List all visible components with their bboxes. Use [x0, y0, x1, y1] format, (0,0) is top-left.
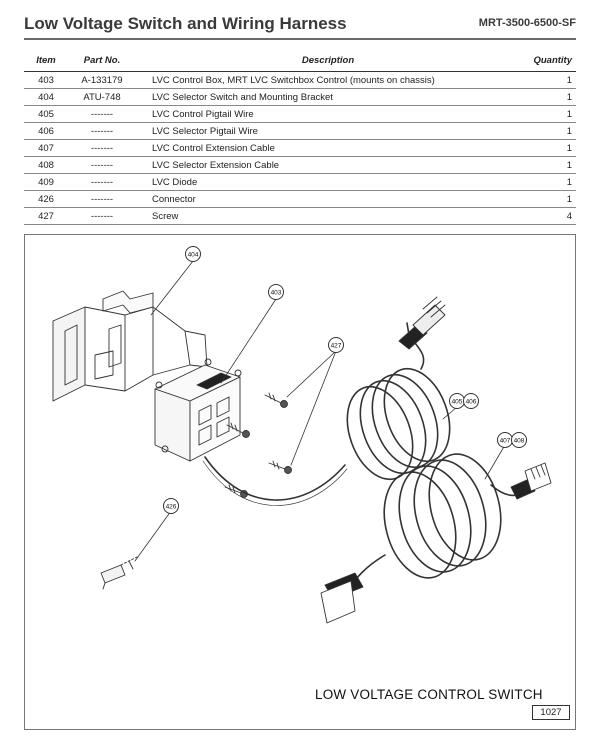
cell-description: LVC Selector Switch and Mounting Bracket — [136, 88, 508, 106]
svg-text:403: 403 — [271, 290, 282, 297]
cell-part-no: ------- — [68, 139, 136, 157]
svg-text:407: 407 — [500, 438, 511, 445]
connector-part — [100, 556, 138, 590]
cell-part-no: ------- — [68, 156, 136, 174]
svg-text:426: 426 — [166, 504, 177, 511]
cell-description: LVC Control Box, MRT LVC Switchbox Contr… — [136, 71, 508, 89]
cell-item: 406 — [24, 122, 68, 140]
svg-text:406: 406 — [466, 399, 477, 406]
column-header-item: Item — [24, 52, 68, 72]
callout-426: 426 — [163, 498, 179, 514]
document-number: MRT-3500-6500-SF — [478, 17, 576, 29]
column-header-quantity: Quantity — [508, 52, 576, 72]
cell-item: 427 — [24, 207, 68, 225]
cell-description: Screw — [136, 207, 508, 225]
exploded-diagram: 404 403 427 405 406 407 — [24, 234, 576, 730]
svg-text:427: 427 — [331, 343, 342, 350]
extension-cable-coil — [350, 453, 522, 588]
cell-part-no: ------- — [68, 190, 136, 208]
callout-403: 403 — [268, 284, 284, 300]
cell-description: Connector — [136, 190, 508, 208]
page-header: Low Voltage Switch and Wiring Harness MR… — [24, 14, 576, 40]
cell-item: 407 — [24, 139, 68, 157]
cell-quantity: 1 — [508, 156, 576, 174]
cell-quantity: 1 — [508, 71, 576, 89]
callout-427: 427 — [328, 337, 344, 353]
cell-item: 404 — [24, 88, 68, 106]
table-header-row: Item Part No. Description Quantity — [24, 52, 576, 72]
cell-quantity: 1 — [508, 88, 576, 106]
cell-item: 403 — [24, 71, 68, 89]
cell-part-no: ------- — [68, 173, 136, 191]
cell-part-no: ------- — [68, 207, 136, 225]
cell-part-no: ------- — [68, 105, 136, 123]
callout-405: 405 — [449, 393, 465, 409]
svg-text:408: 408 — [514, 438, 525, 445]
cell-item: 426 — [24, 190, 68, 208]
cell-description: LVC Selector Extension Cable — [136, 156, 508, 174]
cell-item: 409 — [24, 173, 68, 191]
cell-description: LVC Selector Pigtail Wire — [136, 122, 508, 140]
callout-leaders — [134, 260, 506, 562]
figure-number: 1027 — [532, 705, 570, 720]
cell-quantity: 4 — [508, 207, 576, 225]
cell-quantity: 1 — [508, 190, 576, 208]
cell-item: 405 — [24, 105, 68, 123]
cell-description: LVC Control Pigtail Wire — [136, 105, 508, 123]
callout-labels: 404 403 427 405 406 407 — [163, 246, 527, 514]
cell-part-no: ATU-748 — [68, 88, 136, 106]
selector-switch-bracket — [52, 290, 208, 402]
cell-description: LVC Diode — [136, 173, 508, 191]
cell-description: LVC Control Extension Cable — [136, 139, 508, 157]
diagram-caption: LOW VOLTAGE CONTROL SWITCH — [315, 687, 543, 702]
cell-item: 408 — [24, 156, 68, 174]
callout-404: 404 — [185, 246, 201, 262]
callout-407: 407 — [497, 432, 513, 448]
cell-quantity: 1 — [508, 139, 576, 157]
svg-text:404: 404 — [188, 252, 199, 259]
page-title: Low Voltage Switch and Wiring Harness — [24, 14, 347, 33]
extension-cable-connectors — [320, 462, 552, 624]
pigtail-connector — [398, 296, 446, 350]
lvc-control-box — [154, 358, 242, 462]
svg-text:405: 405 — [452, 399, 463, 406]
header-rule — [24, 38, 576, 40]
diagram-drawing: 404 403 427 405 406 407 — [52, 246, 552, 624]
callout-406: 406 — [463, 393, 479, 409]
cell-quantity: 1 — [508, 173, 576, 191]
callout-408: 408 — [511, 432, 527, 448]
cell-part-no: ------- — [68, 122, 136, 140]
cell-part-no: A-133179 — [68, 71, 136, 89]
cell-quantity: 1 — [508, 105, 576, 123]
cell-quantity: 1 — [508, 122, 576, 140]
column-header-part-no: Part No. — [68, 52, 136, 72]
column-header-description: Description — [136, 52, 508, 72]
